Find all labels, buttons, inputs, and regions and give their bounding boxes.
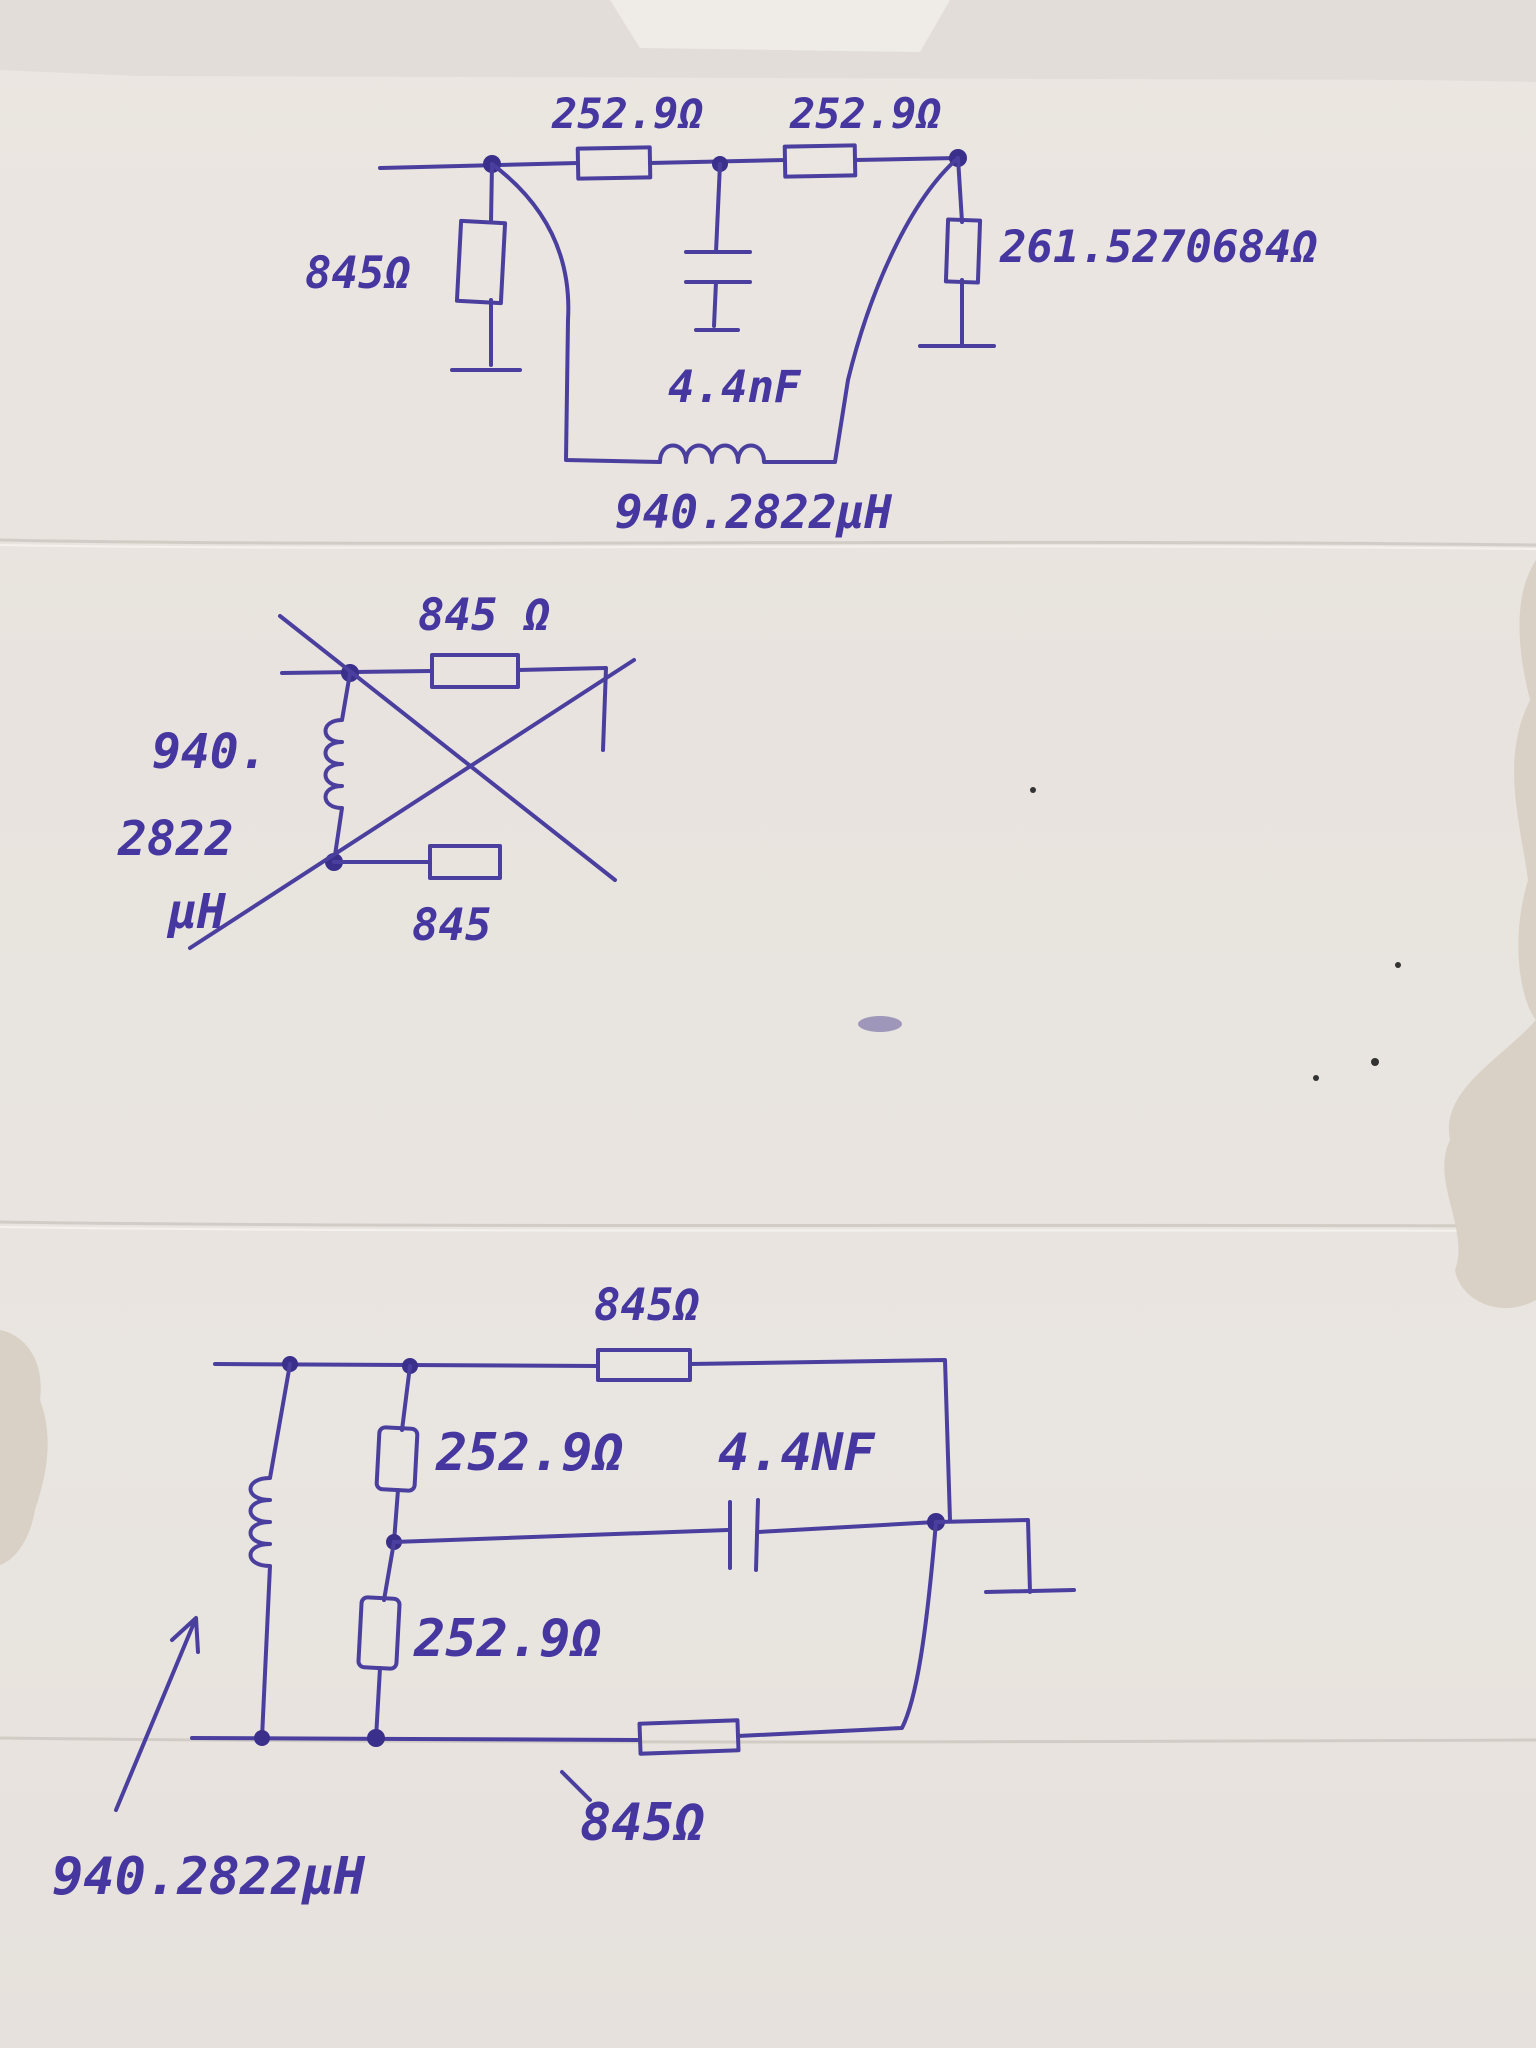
cross-out-line-1 — [278, 614, 617, 882]
left-shunt-wire — [489, 162, 494, 367]
ink-dot-1 — [1030, 787, 1036, 793]
fold-line-3 — [0, 1736, 1536, 1744]
resistor-series-2 — [782, 143, 858, 179]
node-bottom-bottom-left — [254, 1730, 270, 1746]
bottom-capacitor-wire-right — [756, 1520, 938, 1534]
bottom-inductor — [248, 1362, 292, 1740]
resistor-bottom-lower — [356, 1595, 402, 1671]
inductor-loop-wire — [490, 156, 960, 464]
resistor-bottom-top — [596, 1348, 692, 1382]
ink-dot-4 — [1371, 1058, 1379, 1066]
right-stain — [1444, 560, 1536, 1309]
label-middle-inductor-2: 2822 — [117, 811, 234, 867]
middle-inductor — [323, 671, 352, 864]
right-shunt-wire — [956, 156, 964, 347]
bottom-lower-resistor-wire — [374, 1540, 396, 1740]
fold-line-1 — [0, 538, 1536, 547]
resistor-shunt-right — [943, 217, 983, 285]
label-r-series-1: 252.9Ω — [551, 89, 704, 138]
ink-smudge — [858, 1016, 902, 1032]
resistor-bottom-bottom — [637, 1718, 741, 1756]
label-bottom-r-top: 845Ω — [594, 1280, 700, 1331]
ink-dot-3 — [1313, 1075, 1319, 1081]
label-bottom-r-bottom: 845Ω — [580, 1793, 705, 1853]
arrow-to-inductor — [114, 1616, 200, 1812]
label-capacitor: 4.4nF — [668, 362, 802, 413]
label-bottom-inductor: 940.2822μH — [52, 1847, 366, 1907]
bottom-ground — [984, 1588, 1076, 1594]
resistor-shunt-left — [454, 218, 508, 306]
top-rail — [378, 156, 960, 170]
circuit-bottom: 845Ω 252.9Ω 4.4NF 252.9Ω 845Ω 940.2822μH — [52, 1280, 1076, 1907]
capacitor-wire-bottom — [712, 280, 718, 328]
bottom-capacitor-plate-right — [754, 1498, 760, 1572]
capacitor-wire-top — [714, 162, 722, 254]
inductor-top — [658, 443, 774, 464]
fold-line-1-highlight — [0, 544, 1536, 550]
node-bottom-bottom-mid — [367, 1729, 385, 1747]
label-r-shunt-right: 261.5270684Ω — [999, 222, 1318, 273]
ink-dot-2 — [1395, 962, 1401, 968]
label-middle-inductor-1: 940. — [152, 724, 268, 780]
label-bottom-r-upper: 252.9Ω — [435, 1423, 624, 1483]
stray-tick — [560, 1770, 592, 1802]
label-r-series-2: 252.9Ω — [789, 89, 942, 138]
label-middle-r-top: 845 Ω — [418, 590, 550, 641]
label-inductor: 940.2822μH — [615, 485, 892, 539]
resistor-middle-bottom — [428, 844, 502, 880]
resistor-series-1 — [575, 145, 653, 181]
label-middle-inductor-3: μH — [166, 884, 227, 940]
label-middle-r-bottom: 845 — [412, 900, 491, 951]
fold-line-2 — [0, 1220, 1536, 1228]
label-r-shunt-left: 845Ω — [305, 248, 411, 299]
left-stain — [0, 1330, 48, 1565]
label-bottom-r-lower: 252.9Ω — [413, 1609, 602, 1669]
label-bottom-capacitor: 4.4NF — [718, 1423, 876, 1483]
bottom-capacitor-wire-left — [392, 1528, 730, 1544]
cross-out-line-2 — [188, 658, 636, 950]
top-flap — [610, 0, 950, 52]
bottom-upper-resistor-wire — [392, 1364, 412, 1544]
resistor-middle-top — [430, 653, 520, 689]
circuit-middle-crossed-out: 845 Ω 845 940. 2822 μH — [117, 590, 636, 951]
resistor-bottom-upper — [374, 1425, 420, 1493]
circuit-top: 252.9Ω 252.9Ω 845Ω 261.5270684Ω 4.4nF 94… — [305, 89, 1318, 539]
bottom-ground-wire — [934, 1518, 1032, 1594]
fold-line-2-highlight — [0, 1226, 1536, 1232]
